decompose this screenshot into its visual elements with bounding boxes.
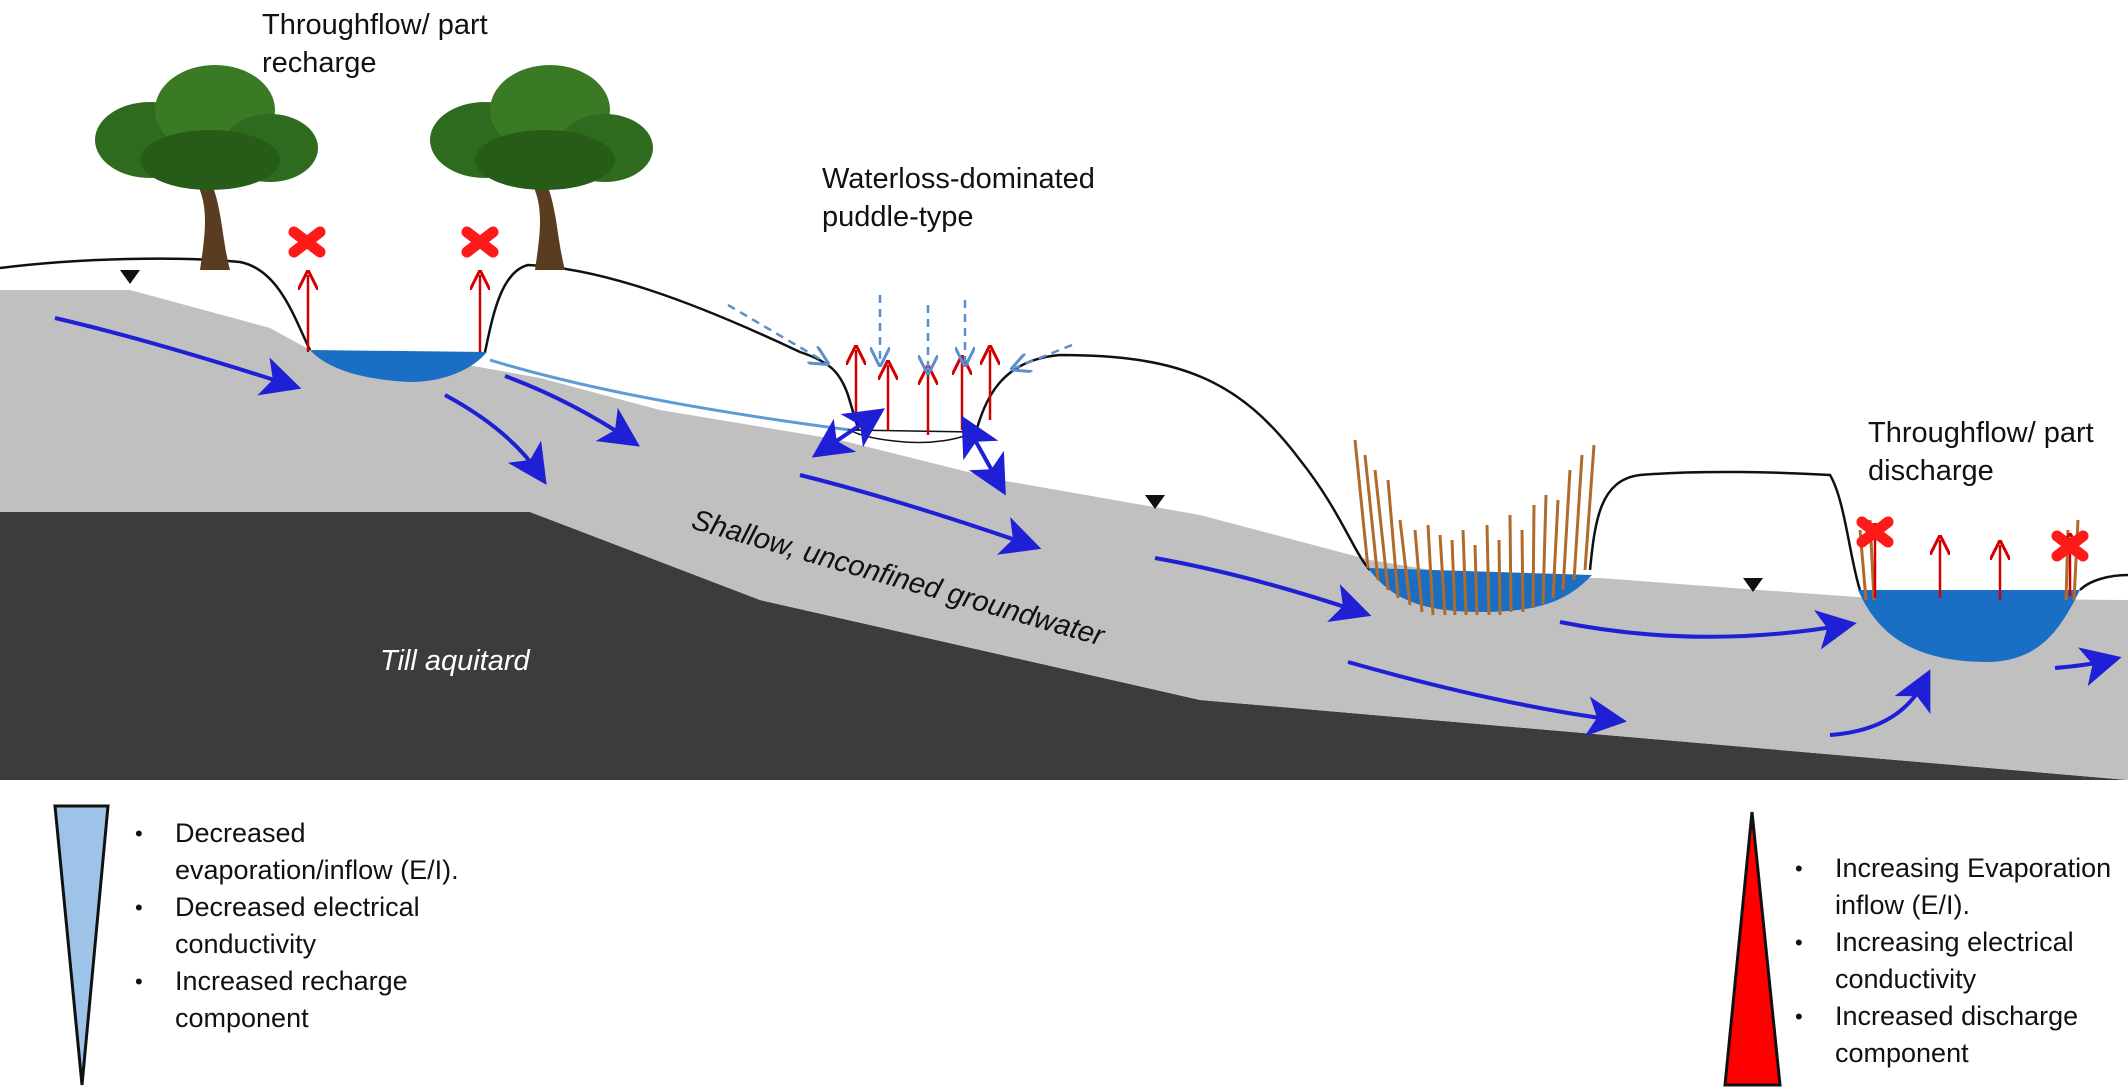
waterloss-puddle-label: Waterloss-dominated puddle-type — [822, 163, 1095, 233]
pond-puddle — [847, 429, 975, 444]
groundwater-flow-arrows — [54, 316, 2122, 737]
dashed-inflow-arrows — [727, 295, 1073, 370]
legend-left-item: Increased recharge component — [135, 963, 465, 1037]
legend-left-item: Decreased evaporation/inflow (E/I). — [135, 815, 465, 889]
groundwater-layer — [0, 290, 2128, 780]
pond-discharge — [1858, 590, 2080, 662]
water-table-seep — [489, 358, 851, 432]
tree-icon — [430, 65, 653, 270]
bidirectional-flow-arrows — [811, 408, 1006, 496]
legend-right-item: Increasing Evaporation inflow (E/I). — [1795, 850, 2125, 924]
tree-icon — [95, 65, 318, 270]
throughflow-discharge-label: Throughflow/ part discharge — [1868, 417, 2094, 487]
land-surface-profile — [0, 257, 2128, 591]
pond-reed-wetland — [1368, 568, 1592, 612]
water-table-marker-icon — [120, 270, 1763, 592]
legend-right-list: Increasing Evaporation inflow (E/I). Inc… — [1795, 850, 2125, 1072]
legend-left-wedge — [53, 804, 110, 1086]
legend-right-wedge — [1723, 811, 1782, 1087]
throughflow-recharge-label: Throughflow/ part recharge — [262, 9, 488, 79]
legend-left-item: Decreased electrical conductivity — [135, 889, 465, 963]
pond-recharge — [310, 350, 487, 382]
blocked-x-icon — [288, 226, 2089, 562]
legend-right-item: Increased discharge component — [1795, 998, 2125, 1072]
legend-right-item: Increasing electrical conductivity — [1795, 924, 2125, 998]
till-aquitard-label: Till aquitard — [380, 645, 531, 677]
till-aquitard-layer — [0, 512, 2128, 780]
reeds-icon — [1353, 439, 2080, 616]
legend-left-list: Decreased evaporation/inflow (E/I). Decr… — [135, 815, 465, 1037]
